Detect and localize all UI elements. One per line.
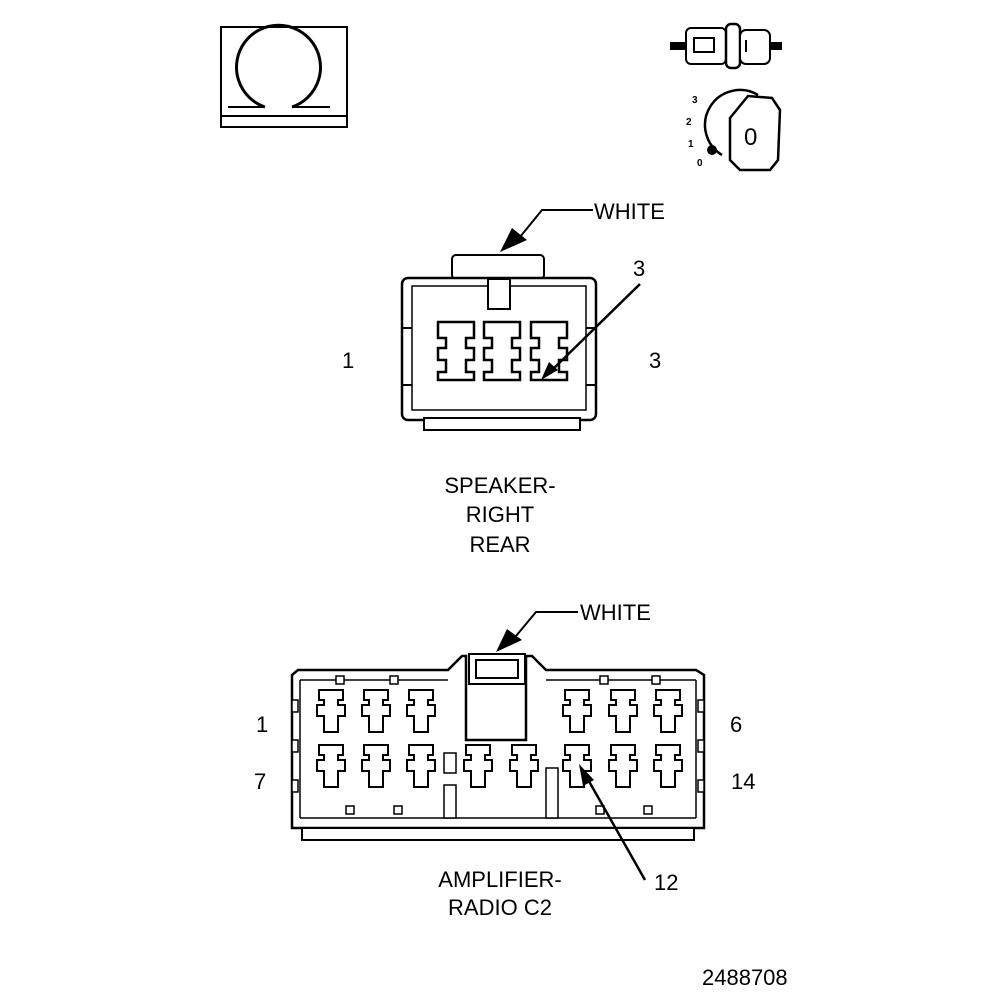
speaker-cavity-1: [436, 320, 476, 382]
speaker-color-label: WHITE: [594, 199, 665, 224]
speaker-left-pin: 1: [342, 348, 354, 373]
amplifier-name-line-1: AMPLIFIER-: [438, 867, 561, 892]
speaker-cavity-2: [482, 320, 522, 382]
amplifier-bottom-left-pin: 7: [254, 769, 266, 794]
ignition-position-3: 3: [692, 95, 698, 106]
amplifier-top-left-pin: 1: [256, 712, 268, 737]
amplifier-connector: WHITE: [254, 600, 755, 920]
speaker-name-line-2: RIGHT: [466, 502, 534, 527]
amplifier-top-right-pin: 6: [730, 712, 742, 737]
amplifier-name-line-2: RADIO C2: [448, 895, 552, 920]
speaker-callout-pin: 3: [633, 256, 645, 281]
amplifier-color-label: WHITE: [580, 600, 651, 625]
speaker-right-pin: 3: [649, 348, 661, 373]
ignition-key-icon: 3 2 1 0 0: [686, 88, 782, 172]
speaker-name-line-3: REAR: [469, 532, 530, 557]
ignition-position-2: 2: [686, 117, 692, 128]
ignition-key-label: 0: [744, 124, 757, 151]
ignition-position-1: 1: [688, 139, 694, 150]
amplifier-callout-pin: 12: [654, 870, 678, 895]
speaker-connector: WHITE 3 1 3 SPEAKER- RIGHT REAR: [342, 199, 665, 557]
ignition-position-0: 0: [697, 158, 703, 169]
figure-number: 2488708: [702, 965, 788, 990]
connector-plug-icon: [670, 22, 782, 70]
amplifier-bottom-right-pin: 14: [731, 769, 755, 794]
ohm-meter-icon: [220, 23, 348, 128]
speaker-name-line-1: SPEAKER-: [444, 473, 555, 498]
